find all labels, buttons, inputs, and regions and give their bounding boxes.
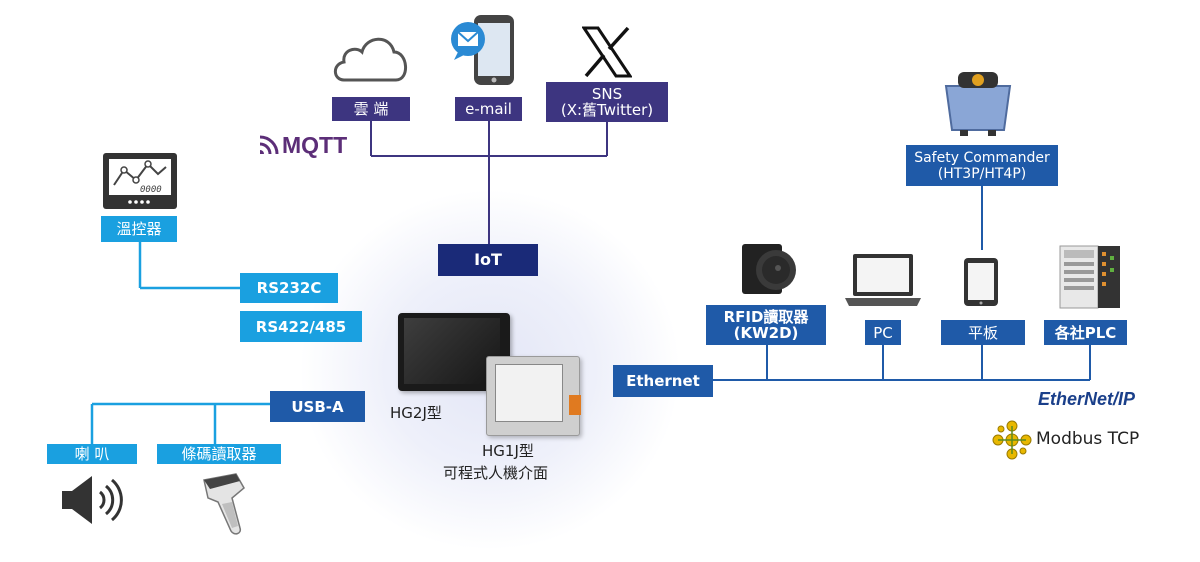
safety-label-line1: Safety Commander xyxy=(914,149,1050,166)
hg1j-terminal-block xyxy=(569,395,581,415)
plc-label: 各社PLC xyxy=(1044,320,1127,345)
cloud-icon xyxy=(333,37,407,82)
hg2j-hmi-icon xyxy=(398,313,510,391)
rfid-label-line1: RFID讀取器 xyxy=(723,308,809,326)
mqtt-signal-icon xyxy=(259,135,279,155)
safety-label-line2: (HT3P/HT4P) xyxy=(937,165,1027,182)
pc-label: PC xyxy=(865,320,901,345)
sns-label-line2: (X:舊Twitter) xyxy=(560,101,654,119)
monitor-screen-text: 0000 xyxy=(140,185,162,195)
x-logo-icon xyxy=(582,26,632,78)
safety-commander-icon xyxy=(944,72,1012,136)
rfid-reader-icon xyxy=(742,244,796,294)
rs232c-label: RS232C xyxy=(240,273,338,303)
hg2j-screen xyxy=(404,318,500,384)
email-label: e-mail xyxy=(455,97,522,121)
mqtt-logo-text: MQTT xyxy=(282,131,348,158)
modbus-logo-icon xyxy=(992,420,1032,460)
hg1j-screen xyxy=(495,364,563,422)
phone-mail-icon xyxy=(451,15,514,85)
hg1j-label: HG1J型 xyxy=(482,442,534,460)
rs422-label: RS422/485 xyxy=(240,311,362,342)
hmi-description: 可程式人機介面 xyxy=(443,464,549,482)
mqtt-logo: MQTT xyxy=(258,132,347,158)
temperature-monitor-icon: 0000 xyxy=(103,153,177,209)
speaker-label: 喇 叭 xyxy=(47,444,137,464)
modbus-tcp-label: Modbus TCP xyxy=(1036,429,1140,449)
ethernet-label: Ethernet xyxy=(613,365,713,397)
safety-commander-label: Safety Commander (HT3P/HT4P) xyxy=(906,145,1058,186)
barcode-scanner-icon xyxy=(203,473,245,535)
hg2j-label: HG2J型 xyxy=(390,404,442,422)
cloud-label: 雲 端 xyxy=(332,97,410,121)
usb-a-label: USB-A xyxy=(270,391,365,422)
tablet-label: 平板 xyxy=(941,320,1025,345)
hg1j-hmi-icon xyxy=(486,356,581,436)
plc-icon xyxy=(1059,245,1120,309)
laptop-icon xyxy=(845,254,921,306)
rfid-label-line2: (KW2D) xyxy=(733,324,799,342)
ethernet-ip-logo: EtherNet/IP xyxy=(1038,389,1136,409)
sns-label: SNS (X:舊Twitter) xyxy=(546,82,668,122)
rfid-reader-label: RFID讀取器 (KW2D) xyxy=(706,305,826,345)
iot-label: IoT xyxy=(438,244,538,276)
temperature-controller-label: 溫控器 xyxy=(101,216,177,242)
tablet-icon xyxy=(964,258,998,306)
sns-label-line1: SNS xyxy=(591,85,623,103)
barcode-reader-label: 條碼讀取器 xyxy=(157,444,281,464)
speaker-icon xyxy=(62,476,123,524)
